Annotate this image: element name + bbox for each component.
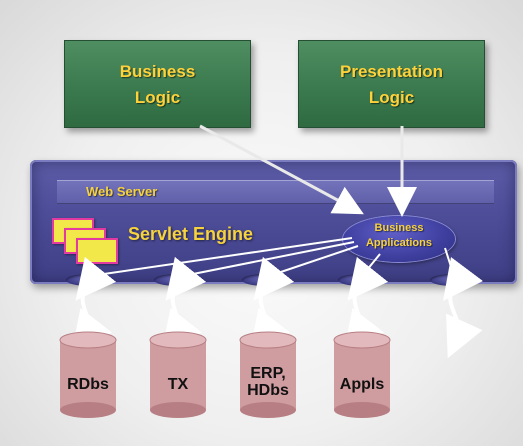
web-server-band	[57, 180, 494, 204]
db-label-tx: TX	[167, 376, 189, 393]
db-label-appls: Appls	[339, 376, 385, 393]
app-fan-lines	[89, 237, 455, 278]
database-appls	[333, 331, 391, 418]
db-label-rdbs: RDbs	[67, 376, 109, 393]
business-logic-label: Business Logic	[119, 62, 196, 107]
business-logic-box: Business Logic	[64, 40, 251, 128]
database-tx	[149, 331, 207, 418]
database-rdbs	[59, 331, 117, 418]
servlet-engine-label: Servlet Engine	[128, 224, 254, 244]
database-erp	[239, 331, 297, 418]
web-server-label: Web Server	[86, 184, 158, 199]
database-cylinders	[59, 331, 391, 418]
presentation-logic-label: Presentation Logic	[340, 62, 443, 107]
business-applications-oval	[343, 216, 455, 262]
db-label-erp: ERP, HDbs	[247, 365, 289, 399]
db-connections	[71, 256, 483, 359]
business-applications-label: Business Applications	[365, 222, 432, 249]
logic-arrows	[199, 124, 417, 217]
presentation-logic-box: Presentation Logic	[298, 40, 485, 128]
